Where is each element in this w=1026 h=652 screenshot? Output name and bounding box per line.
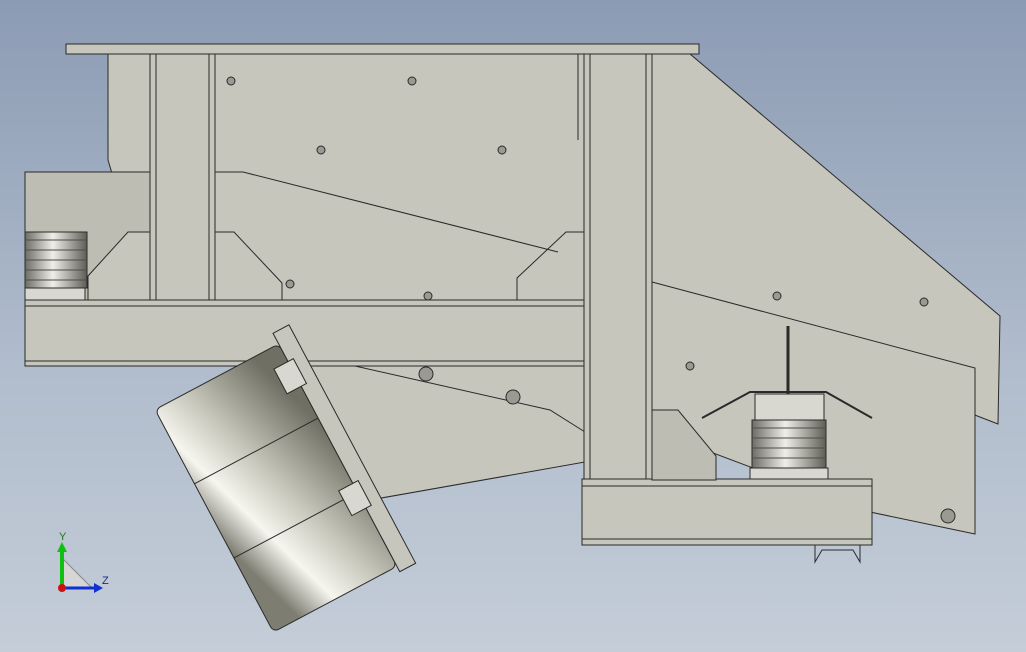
bolt-icon [505, 389, 521, 405]
bolt-icon [497, 145, 507, 155]
vibration-motor[interactable] [149, 324, 417, 638]
bolt-icon [919, 297, 929, 307]
inner-deck-line-3 [516, 231, 584, 300]
z-axis-label: Z [102, 575, 109, 587]
top-flange [65, 43, 700, 55]
bolt-icon [226, 76, 236, 86]
bolt-icon [285, 279, 295, 289]
triad-plane-icon [61, 556, 94, 589]
right-support-spring[interactable] [701, 326, 873, 480]
bolt-icon [772, 291, 782, 301]
bolt-heads [226, 76, 956, 524]
motor-mount-plate [272, 324, 417, 573]
x-axis-dot [58, 584, 66, 592]
motor-clamp [273, 358, 308, 395]
feeder-body[interactable] [24, 43, 1001, 564]
inner-deck-line-2 [215, 231, 283, 300]
right-column [583, 53, 653, 481]
bolt-icon [423, 291, 433, 301]
bolt-icon [940, 508, 956, 524]
inner-deck-line [215, 171, 559, 253]
support-base [581, 478, 873, 546]
y-axis-label: Y [59, 531, 67, 543]
base-foot [814, 545, 861, 564]
coordinate-triad [57, 542, 103, 593]
motor-clamp [338, 479, 372, 517]
bolt-icon [407, 76, 417, 86]
bolt-icon [316, 145, 326, 155]
bolt-icon [685, 361, 695, 371]
left-column [149, 53, 216, 301]
bolt-icon [418, 366, 434, 382]
left-support-spring[interactable] [24, 231, 88, 301]
